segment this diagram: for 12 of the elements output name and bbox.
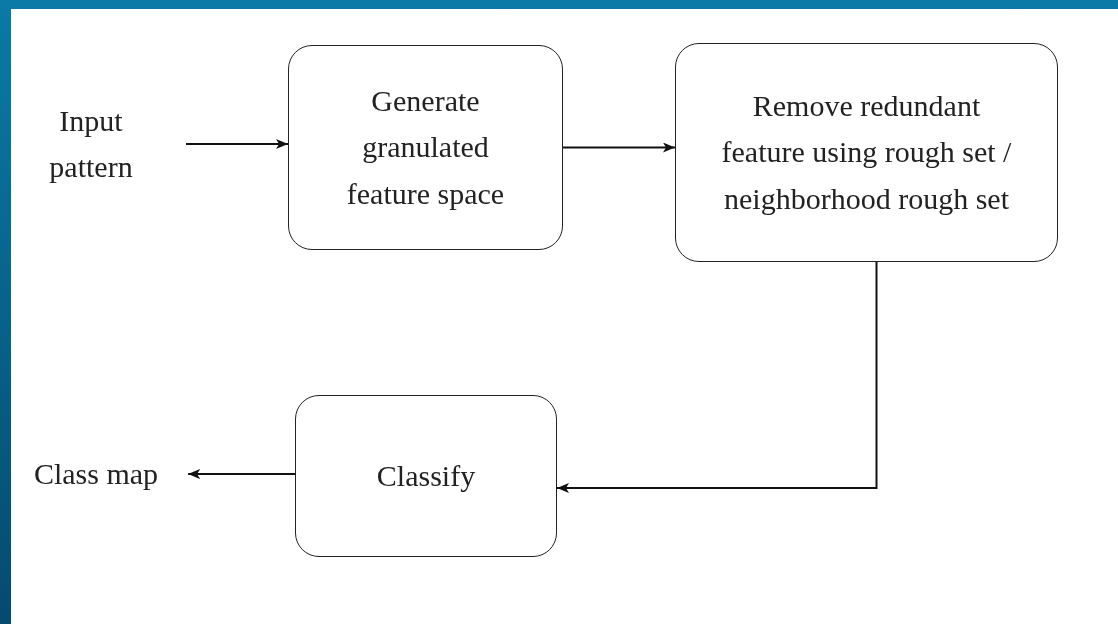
process-box [295,395,557,557]
flow-label: Class map [33,455,159,492]
arrow [556,261,878,493]
arrow [185,139,289,149]
process-box [288,45,563,250]
box-label: Remove redundant feature using rough set / neighborhood rough set [720,87,1013,217]
process-box [675,43,1058,262]
box-label: Classify [376,457,476,494]
arrow [187,469,296,479]
arrow [562,142,676,153]
box-label: Generate granulated feature space [345,82,506,212]
flow-label: Input pattern [48,102,134,185]
